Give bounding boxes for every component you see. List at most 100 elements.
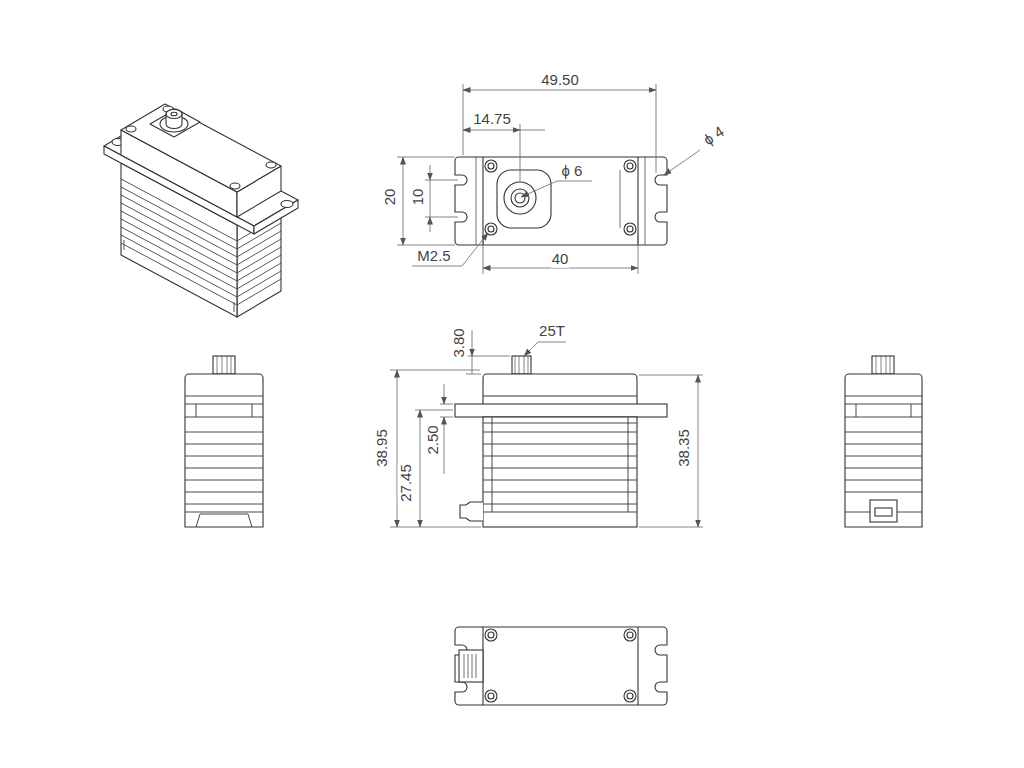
side-view-left-part: [185, 396, 263, 527]
front-view-part-part: [483, 492, 637, 493]
dimension-label: 27.45: [398, 463, 415, 503]
top-view-part: [624, 160, 636, 172]
bottom-view-part: [485, 690, 497, 702]
top-view-part: [488, 226, 494, 232]
bottom-view: [455, 627, 667, 705]
dimension-label: 40: [551, 251, 570, 268]
front-view-part-part: [483, 423, 637, 424]
isometric-view-part: [121, 104, 281, 192]
side-view-left-part-part: [252, 404, 253, 417]
dimension-lines-part: [390, 370, 480, 371]
dimension-lines-part: [444, 384, 445, 404]
side-view-right-part-part: [845, 468, 922, 469]
front-view-part: [483, 417, 637, 512]
isometric-view-part-part: [124, 240, 125, 250]
isometric-view-part-part: [234, 302, 235, 312]
dimension-lines-part: [430, 180, 431, 217]
side-view-right-part-part: [845, 404, 922, 405]
top-view-part: [511, 189, 529, 207]
dimension-label: M2.5: [416, 248, 451, 265]
side-view-right-part-part: [911, 404, 912, 417]
side-view-left-part: [213, 356, 235, 374]
dimension-lines-part: [440, 404, 453, 405]
isometric-view-part: [266, 162, 276, 168]
side-view-right-part-part: [845, 417, 922, 418]
side-view-right-part-part: [845, 480, 922, 481]
front-view-part-part: [483, 512, 637, 513]
dimension-lines-part: [524, 342, 566, 356]
side-view-left-part: [227, 356, 228, 374]
dimension-label: 14.75: [472, 111, 512, 128]
front-view-part: [483, 417, 637, 527]
isometric-view-part: [230, 183, 240, 189]
bottom-view-part: [485, 629, 497, 641]
top-view-part: [485, 223, 497, 235]
bottom-view-part: [488, 632, 494, 638]
dimension-label: 10: [410, 188, 427, 207]
dimension-lines-part: [397, 157, 455, 158]
bottom-view-part: [627, 693, 633, 699]
dimension-lines-part: [656, 84, 657, 173]
isometric-view-part: [254, 200, 298, 234]
side-view-left-part: [222, 356, 223, 374]
bottom-view-part: [464, 654, 465, 678]
side-view-right-part: [881, 356, 882, 374]
dimension-lines-part: [415, 410, 453, 411]
dimension-lines-part: [483, 268, 638, 269]
top-view-part: [627, 226, 633, 232]
dimension-lines-part: [444, 417, 445, 474]
side-view-right-part-part: [845, 432, 922, 433]
top-view-part: [476, 157, 477, 245]
top-view-part: [497, 170, 551, 228]
dimension-label: 38.95: [374, 428, 391, 468]
side-view-left-part: [185, 374, 263, 527]
top-view: [455, 157, 667, 245]
dimension-lines-part: [520, 124, 521, 181]
front-view-part: [515, 356, 516, 374]
dimension-lines-part: [698, 375, 699, 527]
dimension-lines-part: [430, 165, 431, 180]
front-view-part-part: [492, 417, 493, 512]
dimension-label: 2.50: [425, 424, 442, 455]
side-view-left-part-part: [185, 444, 263, 445]
dimension-label: 3.80: [451, 327, 468, 358]
top-view-part: [485, 160, 497, 172]
dimension-lines-part: [440, 417, 453, 418]
side-view-left-part-part: [196, 404, 197, 417]
bottom-view-part: [624, 629, 636, 641]
front-view-part: [483, 395, 637, 396]
isometric-view-part: [281, 201, 293, 208]
side-view-right-part: [845, 396, 922, 512]
isometric-view-part: [166, 110, 182, 129]
isometric-view-part-part: [121, 235, 281, 297]
isometric-view-part: [126, 126, 136, 132]
bottom-view-part: [637, 627, 638, 705]
bottom-view-part: [476, 654, 477, 678]
front-view-part-part: [483, 456, 637, 457]
front-view-part-part: [483, 504, 637, 505]
bottom-view-part: [488, 693, 494, 699]
dimension-lines-part: [397, 370, 398, 527]
bottom-view-part: [627, 632, 633, 638]
dimension-lines-part: [466, 356, 510, 357]
top-view-part: [637, 157, 638, 245]
front-view-part-part: [483, 468, 637, 469]
side-view-left: [185, 356, 263, 527]
top-view-part: [620, 170, 621, 228]
front-view-part: [512, 356, 531, 374]
side-view-right-part: [876, 356, 877, 374]
dimension-lines-part: [472, 356, 473, 374]
isometric-view-part-part: [121, 227, 281, 289]
top-view-part: [645, 157, 646, 245]
front-view-part-part: [483, 432, 637, 433]
dimension-lines-part: [466, 374, 481, 375]
top-view-part: [482, 157, 483, 245]
side-view-right: [845, 356, 922, 527]
front-view-part-part: [483, 480, 637, 481]
side-view-left-part-part: [185, 504, 263, 505]
front-view-part: [528, 356, 529, 374]
dimension-lines-part: [463, 84, 464, 155]
front-view-part: [455, 404, 667, 417]
dimension-lines-part: [639, 527, 703, 528]
